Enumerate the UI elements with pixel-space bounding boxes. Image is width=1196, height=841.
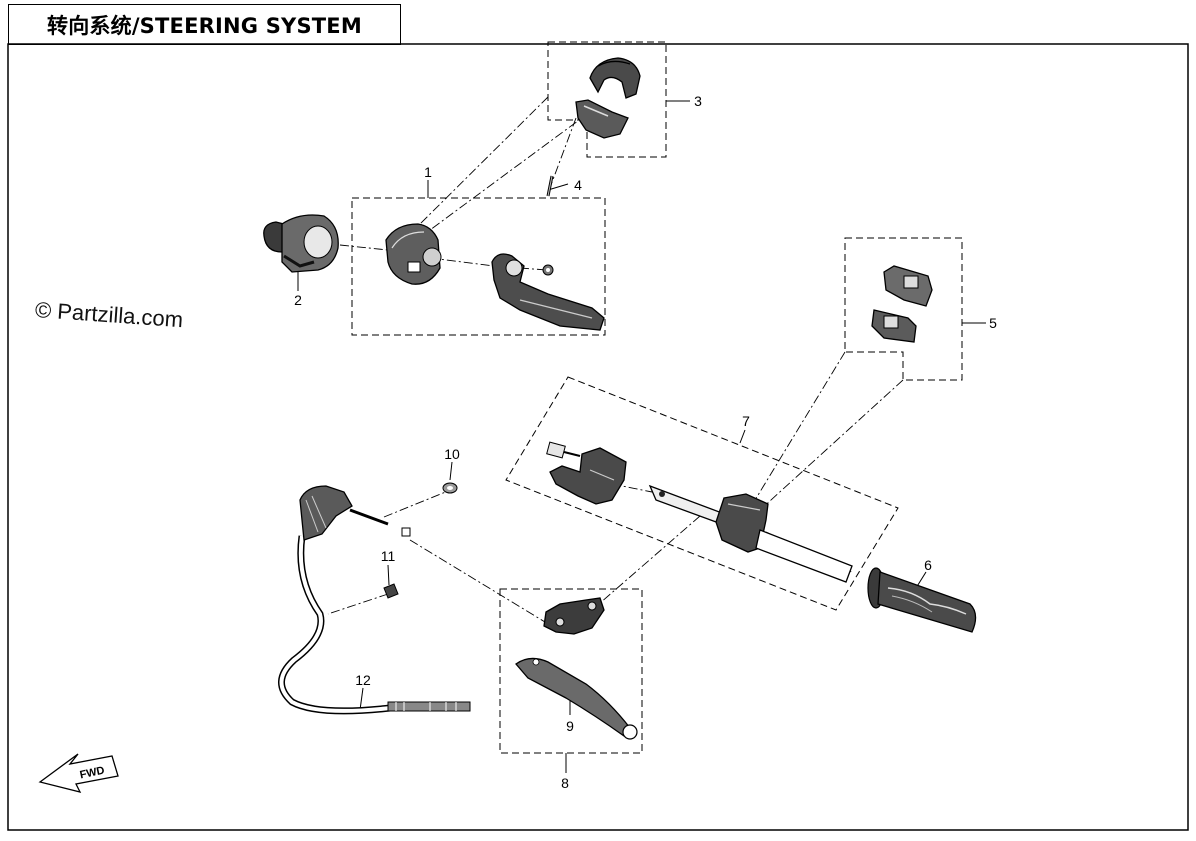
screw-part-4 [546,175,554,197]
assembly-lines [327,96,904,623]
fwd-arrow: FWD [38,753,119,793]
callout-8: 8 [561,775,569,791]
group-box-7 [505,376,899,611]
group-box-8 [499,588,643,754]
lever-assembly-part-8 [515,597,638,740]
throttle-cable-part-12 [278,485,471,715]
callout-2: 2 [294,292,302,308]
nut-part-10 [442,482,458,494]
callout-3: 3 [694,93,702,109]
callout-10: 10 [444,446,460,462]
lever-mount-part-7 [546,441,853,583]
grip-part-6 [867,567,977,633]
group-box-3 [547,41,667,158]
fwd-label: FWD [79,764,106,781]
switch-housing-part-5 [871,265,933,343]
page-frame [7,43,1189,831]
diagram-title: 转向系统/STEERING SYSTEM [8,4,401,45]
switch-housing-part-3 [575,57,641,139]
callout-5: 5 [989,315,997,331]
callout-1: 1 [424,164,432,180]
callout-7: 7 [742,413,750,429]
group-box-1 [351,197,606,336]
callout-11: 11 [381,548,396,564]
callout-9: 9 [566,718,574,734]
throttle-housing-part-1 [385,223,605,331]
callout-4: 4 [574,177,582,193]
clip-part-11 [383,583,399,599]
callout-12: 12 [355,672,371,688]
group-box-5 [844,237,963,381]
callout-6: 6 [924,557,932,573]
throttle-cover-part-2 [263,214,339,273]
